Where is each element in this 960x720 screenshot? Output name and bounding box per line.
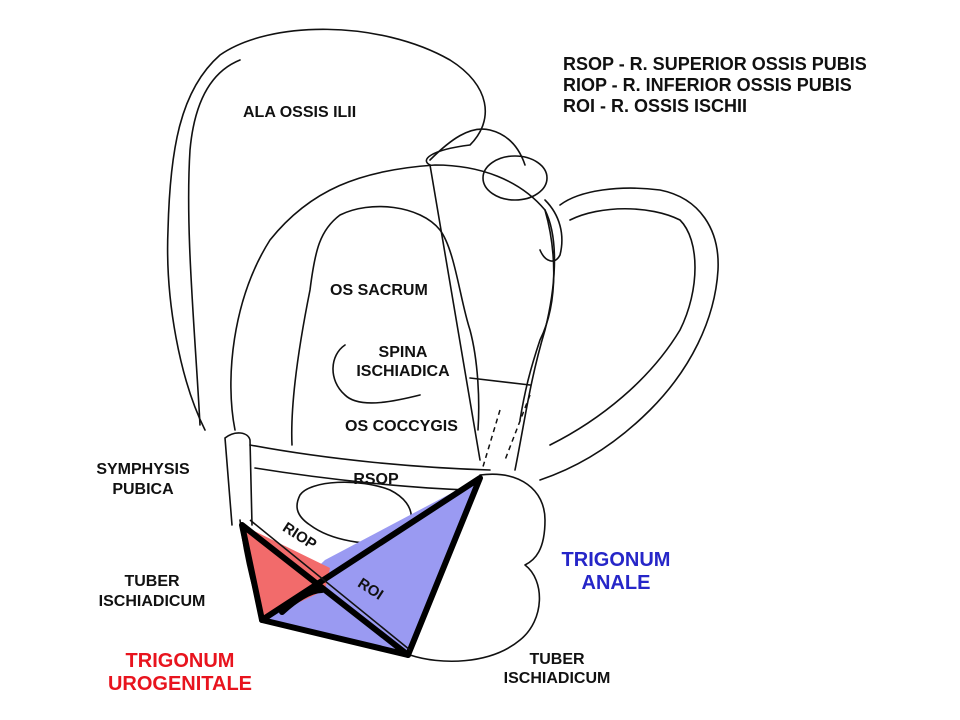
label-os-coccygis: OS COCCYGIS (345, 418, 458, 435)
legend-line-1: RSOP - R. SUPERIOR OSSIS PUBIS (563, 54, 867, 74)
sacrum-inner-aperture (290, 205, 480, 446)
label-spina-1: SPINA (379, 344, 428, 361)
label-tuber-right-1: TUBER (529, 651, 585, 668)
ilium-crest-right (429, 128, 526, 166)
label-trigonum-anale-1: TRIGONUM (562, 549, 671, 571)
label-symphysis-2: PUBICA (112, 481, 174, 498)
sacrum-outline (230, 164, 556, 471)
sacrum-midline (429, 164, 481, 461)
ramus-line (249, 519, 411, 651)
superior-pubic-ramus (249, 444, 491, 491)
spina-line (469, 377, 531, 386)
label-rsop: RSOP (353, 471, 399, 488)
coccyx-dashed-line-2 (504, 394, 531, 461)
label-symphysis-1: SYMPHYSIS (96, 461, 190, 478)
sacroiliac-joint (539, 199, 563, 262)
label-trigonum-urogenitale-1: TRIGONUM (126, 650, 235, 672)
legend-line-2: RIOP - R. INFERIOR OSSIS PUBIS (563, 75, 852, 95)
label-spina-2: ISCHIADICA (356, 363, 450, 380)
ilium-wing-outline (166, 28, 486, 431)
legend-line-3: ROI - R. OSSIS ISCHII (563, 96, 747, 116)
ilium-inner-rim (187, 59, 241, 426)
label-tuber-left-1: TUBER (124, 573, 180, 590)
coccyx-dashed-line-1 (481, 409, 501, 471)
label-os-sacrum: OS SACRUM (330, 282, 428, 299)
ischial-line (279, 587, 325, 615)
sacrum-notch (332, 344, 421, 404)
label-ala-ossis-ilii: ALA OSSIS ILII (243, 104, 356, 121)
label-tuber-right-2: ISCHIADICUM (504, 670, 611, 687)
label-tuber-left-2: ISCHIADICUM (99, 593, 206, 610)
symphysis-outline (224, 432, 253, 526)
right-ilium-inner (549, 208, 696, 446)
sacral-ala-bump (482, 155, 548, 201)
label-trigonum-anale-2: ANALE (582, 572, 651, 594)
ischial-tuberosity-right (409, 473, 546, 663)
label-trigonum-urogenitale-2: UROGENITALE (108, 673, 252, 695)
sacrum-right-margin (519, 209, 555, 421)
right-ilium-outline (539, 187, 719, 481)
